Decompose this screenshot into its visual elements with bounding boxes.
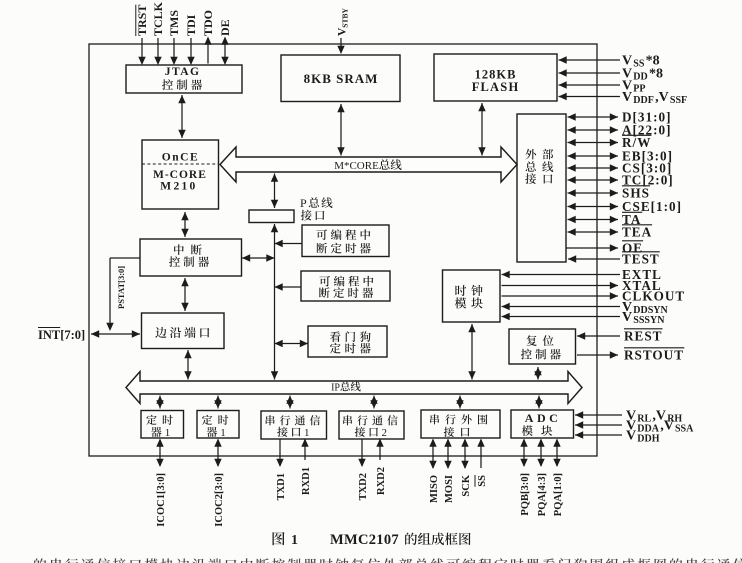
- svg-text:ICOC2[3:0]: ICOC2[3:0]: [214, 473, 225, 527]
- svg-text:1: 1: [165, 427, 174, 439]
- svg-text:DDH: DDH: [637, 434, 659, 445]
- svg-text:PP: PP: [633, 84, 645, 95]
- svg-text:RL: RL: [637, 414, 651, 425]
- svg-text:DDA: DDA: [637, 424, 659, 435]
- svg-text:SSA: SSA: [675, 424, 694, 435]
- svg-text:PQA[4:3]: PQA[4:3]: [537, 473, 548, 516]
- svg-text:M*CORE: M*CORE: [334, 160, 379, 172]
- svg-text:CS[3:0]: CS[3:0]: [622, 161, 672, 176]
- svg-text:SSF: SSF: [670, 95, 687, 106]
- svg-text:V: V: [626, 409, 636, 424]
- svg-text:D[31:0]: D[31:0]: [622, 110, 671, 125]
- svg-text:XTAL: XTAL: [622, 278, 662, 293]
- svg-text:V: V: [622, 300, 632, 315]
- svg-text:ICOC1[3:0]: ICOC1[3:0]: [156, 473, 167, 527]
- svg-text:M-CORE: M-CORE: [153, 169, 207, 181]
- svg-text:8KB SRAM: 8KB SRAM: [304, 71, 379, 86]
- svg-text:STBY: STBY: [341, 8, 350, 28]
- svg-text:OnCE: OnCE: [162, 152, 199, 164]
- svg-text:JTAG: JTAG: [165, 66, 201, 78]
- svg-text:RH: RH: [667, 414, 682, 425]
- svg-text:TXD2: TXD2: [358, 473, 369, 500]
- svg-text:TXD1: TXD1: [276, 473, 287, 500]
- svg-text:*8: *8: [646, 54, 660, 69]
- svg-text:P: P: [300, 196, 308, 210]
- svg-text:SCK: SCK: [461, 474, 472, 496]
- svg-text:,V: ,V: [660, 419, 674, 434]
- svg-text:TDI: TDI: [184, 14, 198, 36]
- svg-text:RSTOUT: RSTOUT: [624, 348, 684, 363]
- svg-text:TRST: TRST: [135, 5, 149, 36]
- svg-text:DE: DE: [218, 19, 232, 36]
- svg-text:TDO: TDO: [201, 10, 215, 36]
- svg-text:A[22:0]: A[22:0]: [622, 123, 671, 138]
- svg-text:REST: REST: [624, 329, 662, 344]
- svg-text:PQB[3:0]: PQB[3:0]: [520, 473, 531, 516]
- svg-text:MOSI: MOSI: [444, 475, 455, 503]
- svg-text:128KB: 128KB: [475, 68, 517, 82]
- svg-text:V: V: [626, 429, 636, 444]
- svg-text:PSTAT[3:0]: PSTAT[3:0]: [116, 266, 126, 309]
- svg-text:FLASH: FLASH: [472, 80, 520, 94]
- svg-text:2: 2: [382, 427, 390, 439]
- svg-text:V: V: [626, 419, 636, 434]
- svg-text:TCLK: TCLK: [151, 1, 165, 36]
- svg-text:TA: TA: [622, 212, 641, 227]
- svg-text:TC[2:0]: TC[2:0]: [622, 173, 674, 188]
- svg-text:EXTL: EXTL: [622, 267, 662, 282]
- svg-text:MMC2107: MMC2107: [330, 532, 399, 548]
- svg-text:DDF: DDF: [633, 95, 654, 106]
- svg-text:SHS: SHS: [622, 186, 650, 201]
- svg-text:V: V: [622, 79, 632, 94]
- svg-text:EB[3:0]: EB[3:0]: [622, 149, 673, 164]
- svg-text:SSSYN: SSSYN: [633, 315, 665, 326]
- svg-text:*8: *8: [649, 67, 663, 82]
- svg-text:RXD1: RXD1: [301, 467, 312, 495]
- svg-text:M210: M210: [160, 181, 197, 193]
- svg-text:1: 1: [220, 427, 229, 439]
- svg-text:TEA: TEA: [622, 225, 652, 240]
- svg-text:1: 1: [291, 533, 298, 548]
- svg-text:V: V: [622, 310, 632, 325]
- svg-text:,V: ,V: [655, 90, 669, 105]
- svg-text:PQA[1:0]: PQA[1:0]: [553, 473, 564, 516]
- svg-text:TEST: TEST: [622, 252, 660, 267]
- svg-text:SS: SS: [633, 59, 645, 70]
- svg-text:DD: DD: [633, 72, 647, 83]
- svg-text:IP: IP: [331, 383, 340, 394]
- svg-text:INT[7:0]: INT[7:0]: [38, 328, 85, 342]
- svg-text:,V: ,V: [652, 409, 666, 424]
- svg-text:V: V: [622, 54, 632, 69]
- svg-text:RXD2: RXD2: [376, 467, 387, 495]
- svg-text:CLKOUT: CLKOUT: [622, 289, 685, 304]
- svg-text:R/W: R/W: [622, 135, 651, 150]
- svg-text:DDSYN: DDSYN: [633, 305, 668, 316]
- svg-text:MISO: MISO: [429, 475, 440, 503]
- svg-text:V: V: [622, 67, 632, 82]
- svg-text:1: 1: [304, 427, 312, 439]
- svg-text:V: V: [337, 27, 349, 36]
- svg-text:V: V: [622, 90, 632, 105]
- svg-text:CSE[1:0]: CSE[1:0]: [622, 199, 682, 214]
- svg-text:TMS: TMS: [167, 10, 181, 36]
- svg-text:SS: SS: [477, 475, 488, 487]
- svg-text:ADC: ADC: [525, 411, 562, 425]
